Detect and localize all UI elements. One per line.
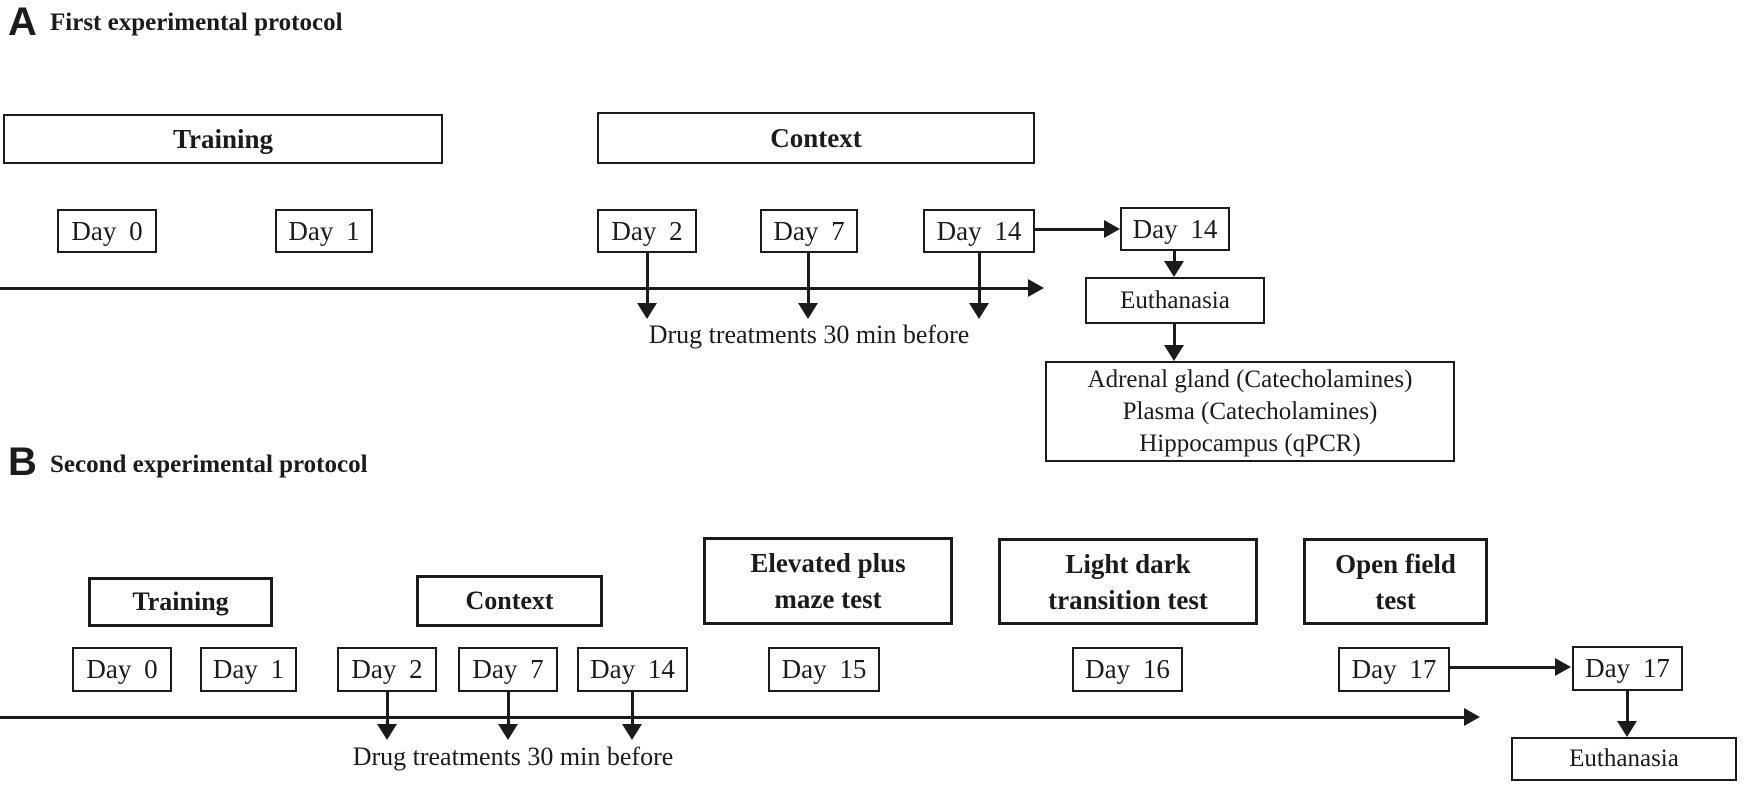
- panel-a-drug-arrow-day14-head: [969, 303, 989, 319]
- panel-a-context-label: Context: [770, 122, 862, 153]
- panel-b-day1-label: Day 1: [212, 654, 285, 684]
- panel-b-ldt-box: Light dark transition test: [998, 538, 1258, 625]
- panel-b-day7-label: Day 7: [472, 654, 544, 684]
- panel-b-oft-box: Open field test: [1303, 538, 1488, 625]
- panel-b-drug-arrow-day2-shaft: [386, 692, 389, 725]
- panel-a-outcomes-arrow-head: [1164, 345, 1184, 361]
- panel-a-outcomes-box: Adrenal gland (Catecholamines) Plasma (C…: [1045, 361, 1455, 462]
- panel-a-day14-transfer-label: Day 14: [1132, 213, 1218, 244]
- panel-b-day16-label: Day 16: [1085, 654, 1170, 684]
- panel-a-title: First experimental protocol: [50, 9, 343, 36]
- panel-a-outcome-plasma: Plasma (Catecholamines): [1122, 397, 1378, 425]
- panel-a-day14-transfer-box: Day 14: [1120, 207, 1230, 251]
- panel-a-day1-label: Day 1: [288, 215, 360, 246]
- panel-b-day0-label: Day 0: [86, 654, 158, 684]
- panel-a-day2-label: Day 2: [611, 215, 683, 246]
- panel-a-drug-arrow-day7-shaft: [807, 253, 810, 304]
- panel-a-drug-arrow-day2-shaft: [646, 253, 649, 304]
- panel-a-outcome-adrenal: Adrenal gland (Catecholamines): [1087, 365, 1413, 393]
- panel-a-training-label: Training: [172, 123, 274, 154]
- panel-a-outcomes-arrow-shaft: [1173, 324, 1176, 346]
- panel-b-day17-label: Day 17: [1351, 654, 1437, 684]
- panel-b-day15-label: Day 15: [781, 654, 867, 684]
- panel-a-euthanasia-label: Euthanasia: [1120, 286, 1230, 314]
- panel-b-euthanasia-arrow-shaft: [1626, 691, 1629, 723]
- panel-b-title: Second experimental protocol: [50, 451, 368, 478]
- panel-b-drug-arrow-day7-shaft: [507, 692, 510, 725]
- panel-b-ldt-line1: Light dark: [1065, 548, 1191, 579]
- panel-a-drug-arrow-day7-head: [798, 303, 818, 319]
- panel-a-day0-box: Day 0: [57, 209, 157, 253]
- panel-b-day0-box: Day 0: [72, 647, 172, 692]
- panel-b-day17-box: Day 17: [1338, 647, 1450, 692]
- panel-b-drug-arrow-day2-head: [377, 724, 397, 740]
- panel-a-drug-arrow-day14-shaft: [978, 253, 981, 304]
- panel-a-label: A: [8, 0, 37, 44]
- panel-a-training-box: Training: [3, 114, 443, 164]
- panel-b-timeline: [0, 716, 1464, 719]
- panel-b-ldt-line2: transition test: [1048, 584, 1208, 615]
- panel-b-context-label: Context: [465, 586, 554, 615]
- panel-a-transfer-connector: [1035, 228, 1105, 231]
- panel-b-day15-box: Day 15: [768, 647, 880, 692]
- panel-b-drug-arrow-day14-head: [622, 724, 642, 740]
- panel-b-day14-box: Day 14: [577, 647, 688, 692]
- panel-b-epm-line1: Elevated plus: [750, 548, 906, 578]
- panel-a-euthanasia-arrow-head: [1164, 261, 1184, 277]
- panel-b-day7-box: Day 7: [458, 647, 558, 692]
- panel-a-timeline-arrowhead: [1028, 279, 1044, 297]
- panel-a-outcome-hippocampus: Hippocampus (qPCR): [1139, 429, 1361, 457]
- panel-b-euthanasia-label: Euthanasia: [1569, 745, 1679, 772]
- panel-a-day1-box: Day 1: [275, 209, 373, 253]
- panel-b-drug-arrow-day7-head: [498, 724, 518, 740]
- panel-b-day1-box: Day 1: [200, 647, 297, 692]
- panel-b-day16-box: Day 16: [1072, 647, 1183, 692]
- panel-a-euthanasia-arrow-shaft: [1173, 251, 1176, 263]
- panel-a-day2-box: Day 2: [597, 209, 697, 253]
- panel-b-oft-line1: Open field: [1335, 548, 1456, 579]
- panel-a-timeline: [0, 287, 1028, 290]
- panel-b-drug-arrow-day14-shaft: [631, 692, 634, 725]
- panel-b-label: B: [8, 440, 37, 484]
- panel-a-drug-arrow-day2-head: [637, 303, 657, 319]
- panel-a-drug-note: Drug treatments 30 min before: [648, 320, 970, 349]
- panel-b-day17-transfer-box: Day 17: [1572, 646, 1683, 691]
- panel-b-drug-note: Drug treatments 30 min before: [352, 742, 674, 771]
- panel-a-day14-box: Day 14: [923, 209, 1035, 253]
- panel-a-context-box: Context: [597, 112, 1035, 164]
- panel-a-day7-box: Day 7: [760, 209, 858, 253]
- panel-b-day17-transfer-label: Day 17: [1585, 653, 1670, 683]
- panel-b-epm-box: Elevated plus maze test: [703, 537, 953, 625]
- panel-b-day14-label: Day 14: [590, 654, 675, 684]
- panel-b-training-label: Training: [132, 587, 229, 616]
- panel-b-training-box: Training: [88, 577, 273, 627]
- panel-a-day7-label: Day 7: [773, 215, 845, 246]
- panel-a-euthanasia-box: Euthanasia: [1085, 277, 1265, 324]
- panel-b-day2-box: Day 2: [337, 647, 437, 692]
- panel-b-euthanasia-arrow-head: [1617, 721, 1637, 737]
- panel-b-oft-line2: test: [1375, 584, 1416, 615]
- panel-a-day14-label: Day 14: [936, 215, 1022, 246]
- panel-a-day0-label: Day 0: [71, 215, 143, 246]
- panel-b-transfer-arrowhead: [1555, 658, 1571, 676]
- panel-b-epm-line2: maze test: [774, 584, 882, 614]
- panel-b-day2-label: Day 2: [351, 654, 423, 684]
- panel-b-context-box: Context: [416, 575, 603, 627]
- panel-b-transfer-connector: [1450, 666, 1556, 669]
- panel-b-timeline-arrowhead: [1464, 708, 1480, 726]
- panel-a-transfer-arrowhead: [1104, 220, 1120, 238]
- panel-b-euthanasia-box: Euthanasia: [1511, 737, 1737, 781]
